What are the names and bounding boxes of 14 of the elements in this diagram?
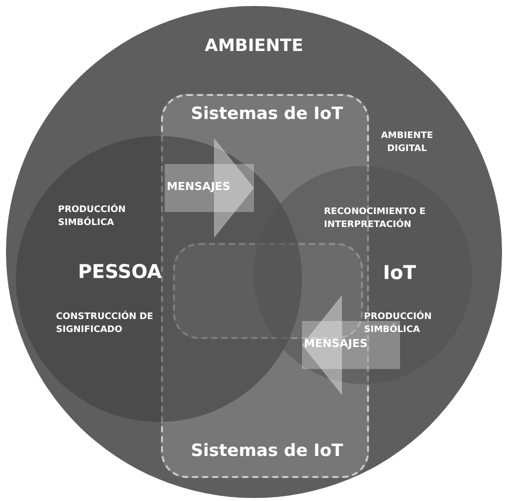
heading-text: AMBIENTE: [204, 36, 304, 56]
heading-text: IoT: [383, 262, 416, 284]
label-text: PRODUCCIÓN SIMBÓLICA: [58, 204, 127, 230]
heading-text: Sistemas de IoT: [190, 104, 344, 124]
edge-label: MENSAJES: [166, 180, 230, 193]
label-text: CONSTRUCCIÓN DE SIGNIFICADO: [56, 311, 154, 337]
block-arrow: [302, 295, 400, 395]
label-text: RECONOCIMIENTO E INTERPRETACIÓN: [324, 206, 427, 232]
edge-label: MENSAJES: [304, 337, 368, 350]
label-text: AMBIENTE DIGITAL: [380, 130, 434, 156]
label-text: PRODUCCIÓN SIMBÓLICA: [364, 311, 433, 337]
heading-text: Sistemas de IoT: [190, 441, 344, 461]
block-arrow: [164, 138, 254, 238]
heading-text: PESSOA: [78, 261, 162, 283]
